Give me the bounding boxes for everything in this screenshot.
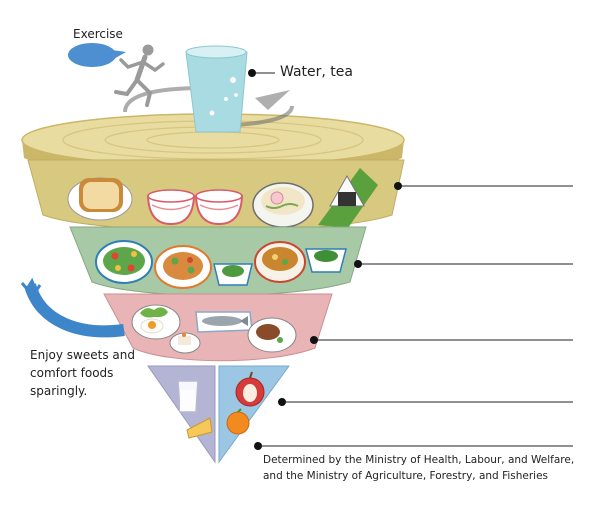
- spinach-side-dish-icon: [213, 263, 253, 286]
- tier-grains: [27, 159, 405, 232]
- leader-lines: [248, 69, 573, 450]
- ministry-credit-line: and the Ministry of Agriculture, Forestr…: [263, 470, 549, 482]
- sweets-string-arrow: [20, 277, 125, 338]
- tier-milk: [147, 365, 216, 464]
- ministry-credit: Determined by the Ministry of Health, La…: [263, 452, 603, 484]
- sweets-note-line: sparingly.: [30, 384, 88, 398]
- speech-bubble: [68, 43, 126, 67]
- ministry-credit-line: Determined by the Ministry of Health, La…: [263, 454, 575, 466]
- meat-plate-icon: [247, 317, 297, 353]
- greens-side-dish-icon: [305, 248, 347, 273]
- tier-protein: [103, 293, 333, 362]
- grilled-fish-icon: [195, 311, 253, 333]
- exercise-label: Exercise: [73, 27, 123, 41]
- noodle-bowl-icon: [252, 182, 314, 228]
- sweets-note-line: comfort foods: [30, 366, 114, 380]
- orange-icon: [226, 408, 250, 435]
- apple-icon: [235, 371, 265, 407]
- cheese-icon: [186, 417, 213, 439]
- tofu-dish-icon: [169, 332, 201, 354]
- rice-bowl-icon: [194, 189, 244, 226]
- soup-bowl-icon: [254, 241, 306, 283]
- salad-icon: [95, 240, 153, 284]
- running-person-icon: [114, 44, 165, 107]
- water-tea-label: Water, tea: [280, 64, 353, 80]
- rice-bowl-icon: [146, 189, 196, 226]
- sweets-note-line: Enjoy sweets and: [30, 348, 135, 362]
- sweets-note: Enjoy sweets and comfort foods sparingly…: [30, 346, 150, 400]
- fried-egg-icon: [131, 304, 181, 340]
- toast-icon: [67, 177, 133, 221]
- tier-vegetables: [69, 226, 367, 296]
- rice-ball-icon: [318, 168, 378, 228]
- tier-fruit: [218, 365, 290, 464]
- stir-fry-icon: [154, 245, 212, 289]
- milk-glass-icon: [177, 380, 199, 413]
- water-glass-icon: [185, 45, 248, 133]
